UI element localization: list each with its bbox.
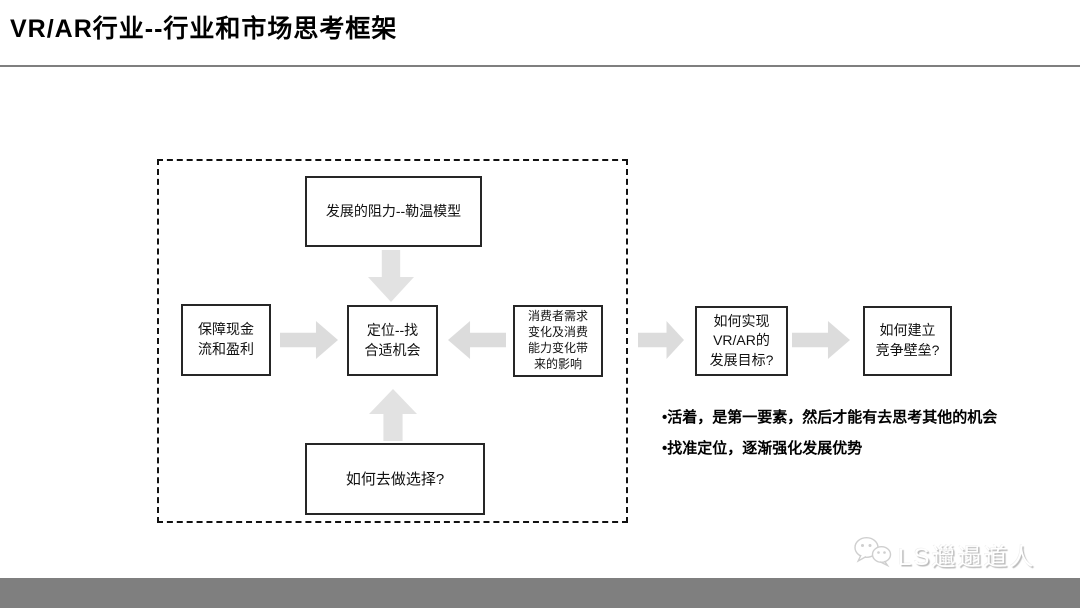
box-consumer-demand-change: 消费者需求 变化及消费 能力变化带 来的影响 [513,305,603,377]
arrow-goal-to-moat-icon [792,321,850,359]
title-divider [0,65,1080,67]
note-positioning-advantage: •找准定位，逐渐强化发展优势 [662,440,863,457]
arrow-frame-to-goal-icon [638,321,684,359]
footer-bar [0,578,1080,608]
box-development-resistance: 发展的阻力--勒温模型 [305,176,482,247]
box-competitive-moat: 如何建立 竞争壁垒? [863,306,952,376]
box-how-to-choose: 如何去做选择? [305,443,485,515]
wechat-icon [853,535,893,574]
dashed-frame [157,159,628,523]
watermark-text: LS邋遢道人 [898,543,1036,571]
watermark: LS邋遢道人 [853,536,1035,572]
note-survival-first: •活着，是第一要素，然后才能有去思考其他的机会 [662,409,998,426]
box-vrar-development-goal: 如何实现 VR/AR的 发展目标? [695,306,788,376]
page-title: VR/AR行业--行业和市场思考框架 [10,15,398,43]
key-notes: •活着，是第一要素，然后才能有去思考其他的机会 •找准定位，逐渐强化发展优势 [662,402,1062,464]
box-cashflow-profit: 保障现金 流和盈利 [181,304,271,376]
box-positioning-opportunity: 定位--找 合适机会 [347,305,438,376]
